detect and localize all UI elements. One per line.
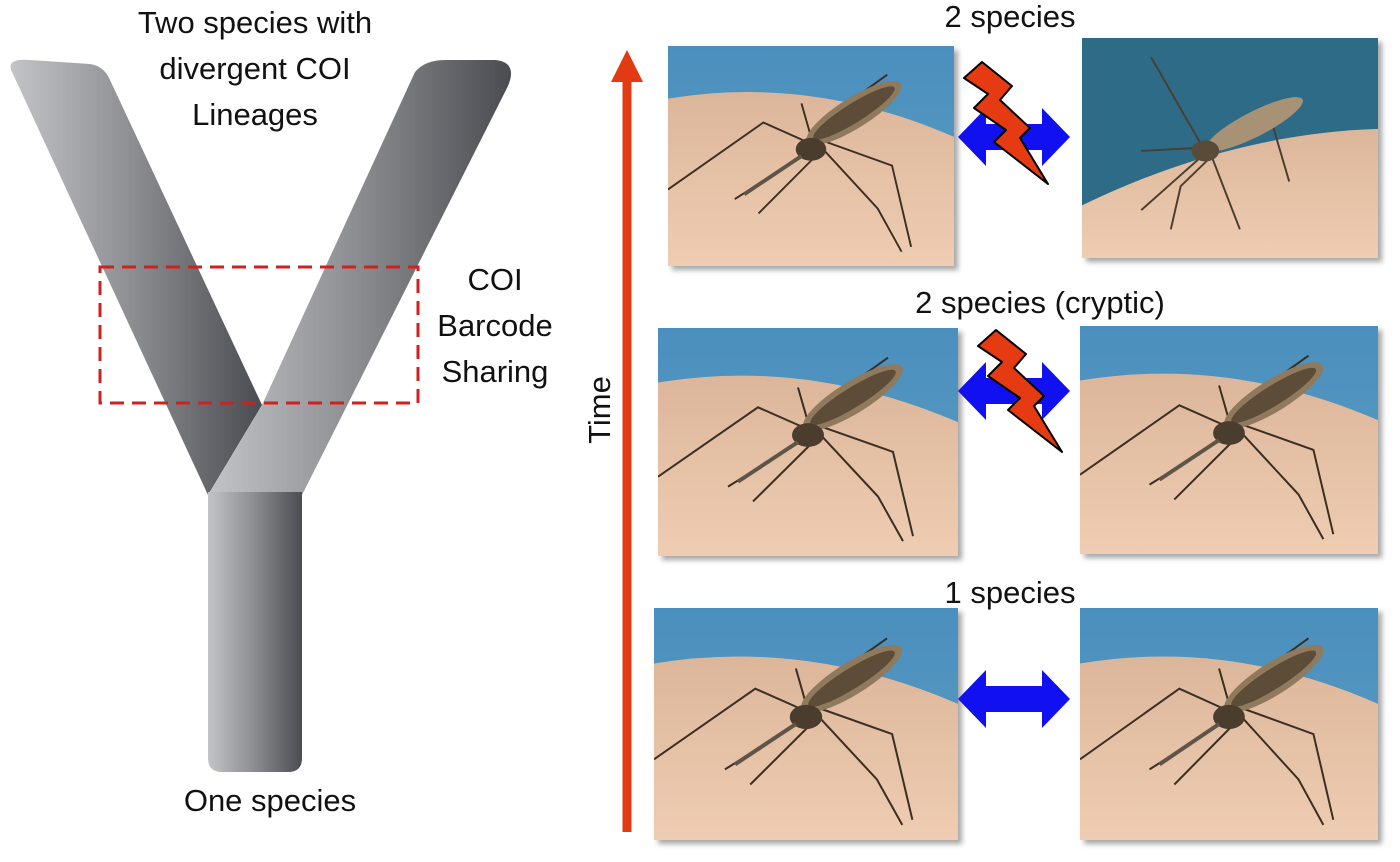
photo-top-left-mosquito — [668, 46, 954, 266]
tree-bottom-label: One species — [183, 783, 357, 818]
barcode-sharing-box — [98, 265, 420, 405]
barcode-label-line-1: COI — [467, 262, 523, 297]
trunk — [208, 492, 302, 772]
stage-label-top: 2 species — [944, 0, 1076, 34]
barcode-sharing-label: COI Barcode Sharing — [430, 257, 560, 395]
gene-flow-arrow-bottom — [958, 670, 1070, 728]
photo-top-right-mosquito — [1082, 38, 1378, 258]
barcode-label-line-2: Barcode — [437, 308, 553, 343]
stage-label-middle: 2 species (cryptic) — [915, 285, 1165, 320]
tree-top-label-line-2: divergent COI — [159, 51, 351, 86]
photo-middle-left-mosquito — [658, 328, 958, 556]
barrier-lightning-icon-top — [963, 61, 1049, 185]
tree-top-label: Two species with divergent COI Lineages — [120, 0, 390, 138]
tree-top-label-line-3: Lineages — [192, 97, 318, 132]
photo-bottom-right-mosquito — [1080, 608, 1378, 840]
barcode-label-line-3: Sharing — [441, 354, 549, 389]
tree-top-label-line-1: Two species with — [137, 5, 373, 40]
barrier-lightning-icon-middle — [977, 329, 1063, 453]
photo-middle-right-mosquito — [1080, 326, 1378, 554]
time-axis-label: Time — [582, 376, 617, 444]
y-tree-shape — [10, 59, 512, 772]
stage-label-bottom: 1 species — [944, 575, 1076, 610]
photo-bottom-left-mosquito — [654, 608, 958, 840]
right-branch — [208, 60, 512, 495]
left-branch — [10, 59, 262, 495]
